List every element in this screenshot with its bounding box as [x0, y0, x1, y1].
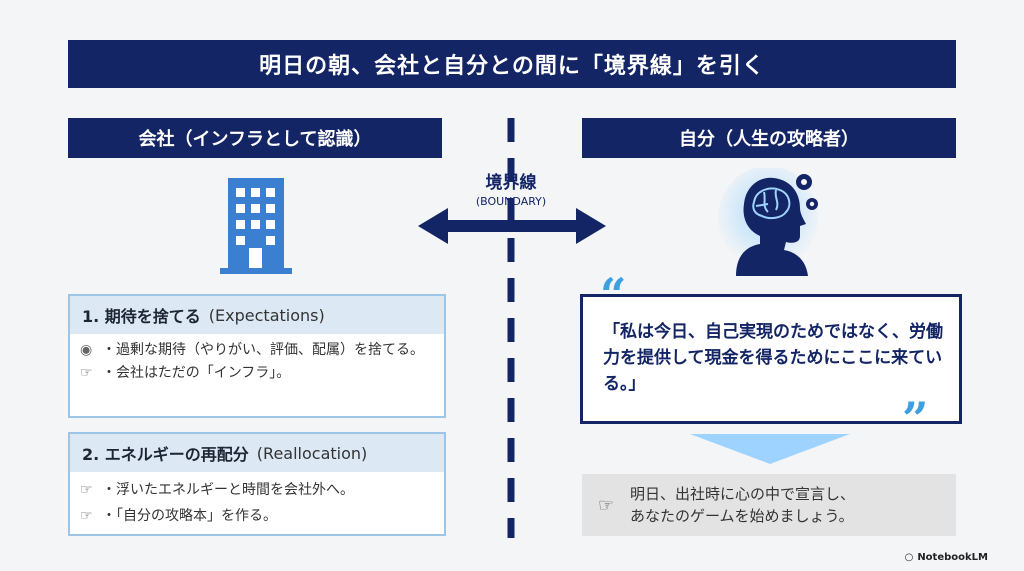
brand-logo: ○ NotebookLM [905, 552, 988, 563]
boundary-label-jp: 境界線 [485, 173, 537, 193]
dashed-divider [507, 118, 515, 538]
expectations-english: (Expectations) [208, 305, 325, 325]
company-header: 会社（インフラとして認識） [68, 118, 442, 158]
close-quote-icon: ” [902, 392, 929, 446]
down-arrow-icon [690, 434, 850, 464]
double-arrow-icon [418, 208, 606, 244]
declaration-line-1: 明日、出社時に心の中で宣言し、 [630, 485, 856, 503]
reallocation-box: 2. エネルギーの再配分 (Reallocation) ☞ ・浮いたエネルギーと… [68, 432, 446, 536]
list-item-text: ・「自分の攻略本」を作る。 [102, 508, 277, 524]
thinking-head-icon: ◉ [80, 342, 93, 358]
pointing-hand-icon: ☞ [598, 494, 615, 516]
open-quote-icon: “ [600, 268, 627, 322]
reallocation-title: 2. エネルギーの再配分 [82, 445, 249, 464]
pointing-hand-icon: ☞ [80, 365, 93, 381]
pointing-hand-icon: ☞ [80, 508, 93, 524]
list-item-text: ・浮いたエネルギーと時間を会社外へ。 [102, 482, 354, 498]
list-item: ☞ ・会社はただの「インフラ」。 [70, 360, 444, 383]
notebooklm-logo-icon: ○ [904, 552, 914, 563]
list-item-text: ・過剰な期待（やりがい、評価、配属）を捨てる。 [102, 342, 424, 358]
reallocation-header: 2. エネルギーの再配分 (Reallocation) [70, 434, 444, 472]
brain-head-icon [718, 168, 818, 276]
list-item-text: ・会社はただの「インフラ」。 [102, 365, 291, 381]
reallocation-english: (Reallocation) [256, 443, 368, 463]
declaration-text: 明日、出社時に心の中で宣言し、 あなたのゲームを始めましょう。 [630, 483, 855, 527]
self-header: 自分（人生の攻略者） [582, 118, 956, 158]
building-icon [220, 178, 292, 274]
brand-text: NotebookLM [917, 552, 988, 563]
expectations-box: 1. 期待を捨てる (Expectations) ◉ ・過剰な期待（やりがい、評… [68, 294, 446, 418]
list-item: ☞ ・浮いたエネルギーと時間を会社外へ。 [70, 472, 444, 500]
declaration-box: ☞ 明日、出社時に心の中で宣言し、 あなたのゲームを始めましょう。 [582, 474, 956, 536]
list-item: ◉ ・過剰な期待（やりがい、評価、配属）を捨てる。 [70, 334, 444, 360]
list-item: ☞ ・「自分の攻略本」を作る。 [70, 500, 444, 526]
boundary-label-en: (BOUNDARY) [475, 195, 547, 208]
pointing-hand-icon: ☞ [80, 482, 93, 498]
declaration-line-2: あなたのゲームを始めましょう。 [630, 507, 854, 525]
boundary-label: 境界線 (BOUNDARY) [462, 168, 560, 208]
quote-text: 「私は今日、自己実現のためではなく、労働力を提供して現金を得るためにここに来てい… [603, 322, 943, 394]
page-title: 明日の朝、会社と自分との間に「境界線」を引く [68, 40, 956, 88]
expectations-header: 1. 期待を捨てる (Expectations) [70, 296, 444, 334]
expectations-title: 1. 期待を捨てる [82, 307, 201, 326]
quote-box: 「私は今日、自己実現のためではなく、労働力を提供して現金を得るためにここに来てい… [580, 294, 962, 424]
